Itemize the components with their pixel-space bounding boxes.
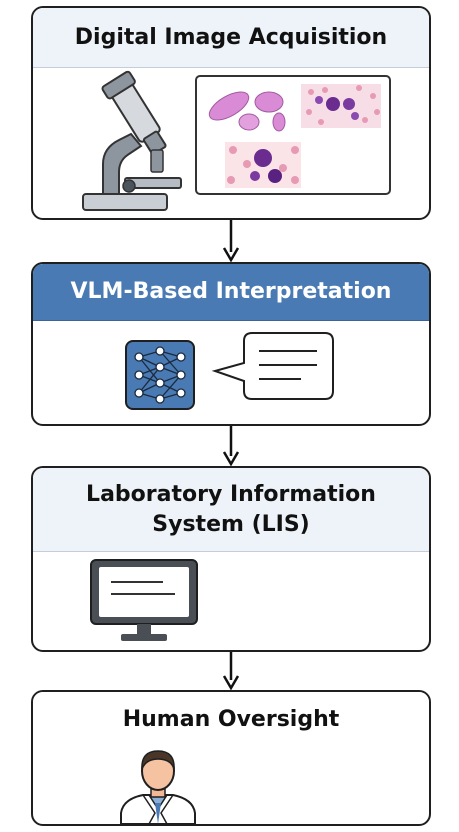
computer-monitor-icon bbox=[90, 559, 198, 641]
stage-title-image-acquisition: Digital Image Acquisition bbox=[33, 8, 429, 68]
flow-arrow-2 bbox=[222, 426, 240, 466]
image-acquisition-illustration bbox=[82, 70, 391, 211]
human-oversight-illustration bbox=[120, 750, 196, 824]
stage-human-oversight: Human Oversight bbox=[31, 690, 431, 826]
stage-title-vlm-interpretation: VLM-Based Interpretation bbox=[33, 264, 429, 321]
stage-title-human-oversight: Human Oversight bbox=[33, 692, 429, 747]
microscope-icon bbox=[82, 70, 182, 211]
speech-bubble-icon bbox=[211, 332, 334, 400]
stage-title-lis: Laboratory Information System (LIS) bbox=[33, 468, 429, 552]
stage-lis: Laboratory Information System (LIS) bbox=[31, 466, 431, 652]
vlm-illustration bbox=[125, 332, 334, 410]
neural-network-icon bbox=[125, 340, 195, 410]
stage-vlm-interpretation: VLM-Based Interpretation bbox=[31, 262, 431, 426]
flow-arrow-3 bbox=[222, 652, 240, 690]
blood-smear-image bbox=[195, 75, 391, 195]
flow-arrow-1 bbox=[222, 220, 240, 262]
stage-image-acquisition: Digital Image Acquisition bbox=[31, 6, 431, 220]
doctor-icon bbox=[120, 750, 196, 824]
lis-illustration bbox=[90, 559, 198, 641]
